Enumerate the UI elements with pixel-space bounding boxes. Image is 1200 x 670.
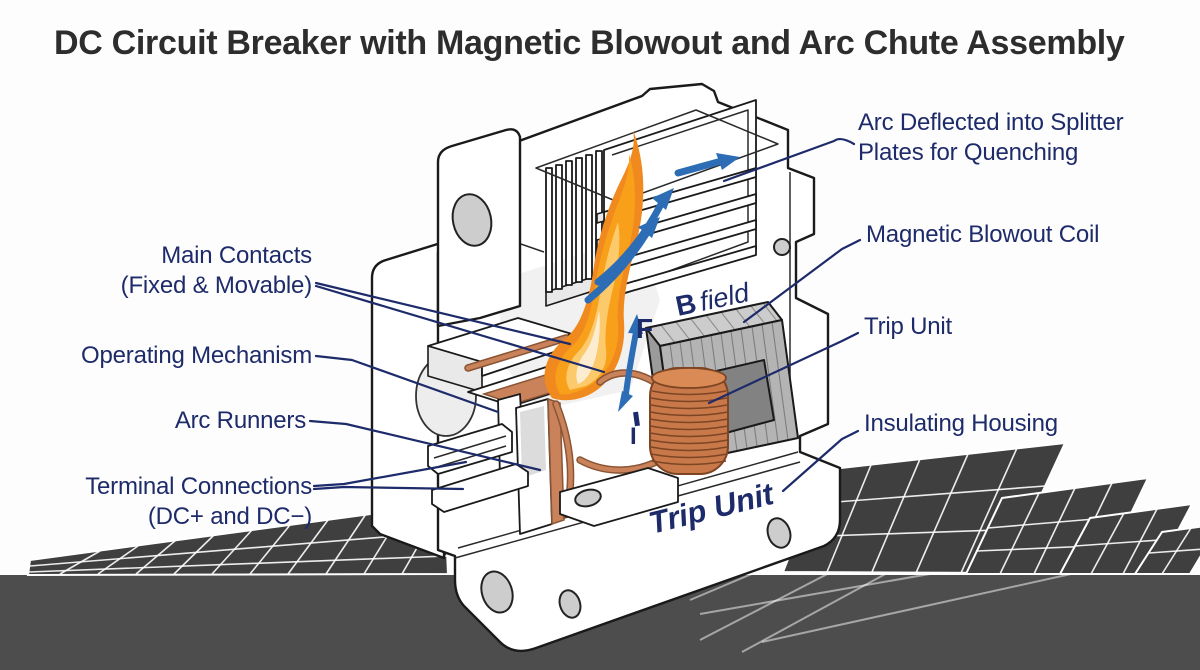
callout-insulating-housing: Insulating Housing xyxy=(864,409,1058,439)
callout-arc-deflected-line1: Arc Deflected into Splitter xyxy=(858,109,1124,136)
leader-magnetic-coil xyxy=(742,238,862,324)
leader-arc-runners xyxy=(308,419,542,472)
callout-arc-deflected-line2: Plates for Quenching xyxy=(858,139,1079,166)
leader-terminal-2 xyxy=(312,485,465,491)
callout-arc-runners: Arc Runners xyxy=(175,406,306,436)
page-title: DC Circuit Breaker with Magnetic Blowout… xyxy=(54,24,1125,62)
trip-unit-bracket xyxy=(559,467,679,527)
mounting-hole xyxy=(451,193,493,247)
force-label: F xyxy=(636,313,653,344)
leader-arc-deflected xyxy=(722,137,856,183)
callout-trip-unit: Trip Unit xyxy=(864,312,952,342)
callout-magnetic-blowout-coil: Magnetic Blowout Coil xyxy=(866,220,1099,250)
callout-main-contacts-line2: (Fixed & Movable) xyxy=(120,272,313,299)
base-details xyxy=(480,238,792,619)
leader-main-contacts-2 xyxy=(314,284,606,374)
callout-main-contacts: Main Contacts (Fixed & Movable) xyxy=(120,241,313,301)
callout-terminal-connections: Terminal Connections (DC+ and DC−) xyxy=(85,472,312,532)
leader-terminal-1 xyxy=(312,460,468,488)
leader-operating-mechanism xyxy=(314,354,500,414)
callout-terminal-connections-line2: (DC+ and DC−) xyxy=(147,503,312,530)
callout-arc-runners-line1: Arc Runners xyxy=(174,407,306,434)
leader-main-contacts-1 xyxy=(314,281,572,346)
contact-assembly xyxy=(427,317,607,535)
callout-magnetic-blowout-coil-line1: Magnetic Blowout Coil xyxy=(866,221,1100,248)
chute-rim xyxy=(535,109,779,203)
mounting-ear xyxy=(436,128,522,328)
solar-array-right xyxy=(781,441,1200,575)
leader-lines xyxy=(308,137,862,493)
field-arrows xyxy=(584,153,740,427)
current-label: I xyxy=(630,423,637,450)
callout-operating-mechanism-line1: Operating Mechanism xyxy=(81,342,312,369)
leader-insulating-housing xyxy=(781,429,860,493)
housing-screw xyxy=(773,238,791,256)
callout-trip-unit-line1: Trip Unit xyxy=(864,313,952,340)
callout-insulating-housing-line1: Insulating Housing xyxy=(864,410,1058,437)
blowout-coil xyxy=(649,367,729,475)
callout-terminal-connections-line1: Terminal Connections xyxy=(85,473,312,500)
circuit-breaker: B field F I Trip Unit xyxy=(370,82,842,653)
callout-arc-deflected: Arc Deflected into Splitter Plates for Q… xyxy=(858,108,1124,168)
leader-trip-unit xyxy=(707,331,860,405)
callout-main-contacts-line1: Main Contacts xyxy=(161,242,312,269)
coil-leads xyxy=(576,369,660,474)
callout-operating-mechanism: Operating Mechanism xyxy=(81,341,312,371)
